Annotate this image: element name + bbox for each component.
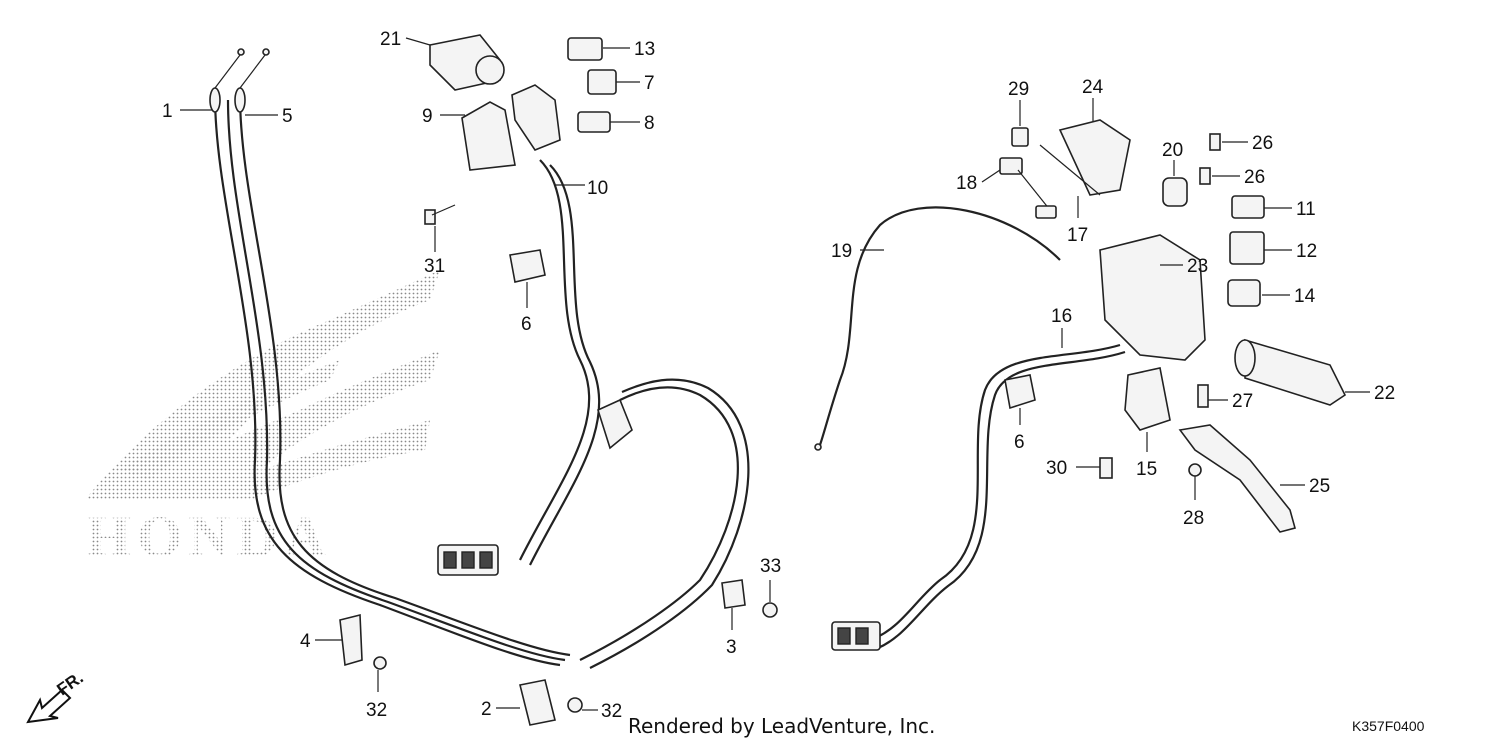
callout-13: 13 [634,39,655,60]
callout-17: 17 [1067,225,1088,246]
callout-24: 24 [1082,77,1104,98]
cable-19 [814,206,1061,451]
callout-32-right: 32 [601,701,622,722]
callout-1: 1 [162,101,173,122]
grip-22 [1234,338,1347,406]
callout-33: 33 [760,556,781,577]
lever-25 [1178,424,1296,533]
clamp-6-right [1004,374,1036,410]
callout-3: 3 [726,637,737,658]
right-switch-housing [1099,234,1206,431]
callout-25: 25 [1309,476,1330,497]
callout-8: 8 [644,113,655,134]
callout-7: 7 [644,73,655,94]
callout-16: 16 [1051,306,1072,327]
callout-15: 15 [1136,459,1157,480]
clamp-6-left [509,249,546,283]
cover-24 [1058,119,1131,196]
callout-26-top: 26 [1252,133,1273,154]
bolt-31 [424,204,456,225]
callout-29: 29 [1008,79,1029,100]
throttle-cables-1-5 [209,48,571,667]
callout-21: 21 [380,29,401,50]
callout-30: 30 [1046,458,1067,479]
left-switch-housing [461,84,561,171]
callout-31: 31 [424,256,445,277]
cable-16 [869,343,1126,650]
honda-wing-watermark [85,270,440,500]
callout-6-left: 6 [521,314,532,335]
callout-12: 12 [1296,241,1317,262]
callout-11: 11 [1296,199,1316,220]
callout-32-left: 32 [366,700,387,721]
callout-10: 10 [587,178,608,199]
bolts-27-28-30 [1099,384,1209,479]
callout-22: 22 [1374,383,1395,404]
footer-credit: Rendered by LeadVenture, Inc. [628,714,935,738]
switch-13-7-8 [567,37,617,133]
cable-10 [519,159,750,669]
connector-cluster [437,544,499,576]
lower-left-small-parts [339,398,778,726]
callout-4: 4 [300,631,311,652]
callout-2: 2 [481,699,492,720]
callouts: 1 5 21 13 7 8 9 10 31 6 33 3 4 32 2 32 2… [162,29,1395,722]
front-direction-arrow-icon [26,688,72,724]
callout-6-right: 6 [1014,432,1025,453]
small-parts-29-18-17 [999,127,1101,219]
switches-11-12-14 [1227,195,1265,307]
diagram-code: K357F0400 [1352,718,1425,734]
callout-23: 23 [1187,256,1208,277]
callout-9: 9 [422,106,433,127]
callout-19: 19 [831,241,852,262]
callout-18: 18 [956,173,977,194]
grip-21 [429,34,505,91]
callout-14: 14 [1294,286,1316,307]
callout-5: 5 [282,106,293,127]
callout-26-bottom: 26 [1244,167,1265,188]
honda-watermark-text: HONDA [86,504,332,569]
switch-20-26 [1162,133,1221,207]
callout-27: 27 [1232,391,1253,412]
callout-20: 20 [1162,140,1183,161]
connector-right-bottom [831,621,881,651]
callout-28: 28 [1183,508,1204,529]
